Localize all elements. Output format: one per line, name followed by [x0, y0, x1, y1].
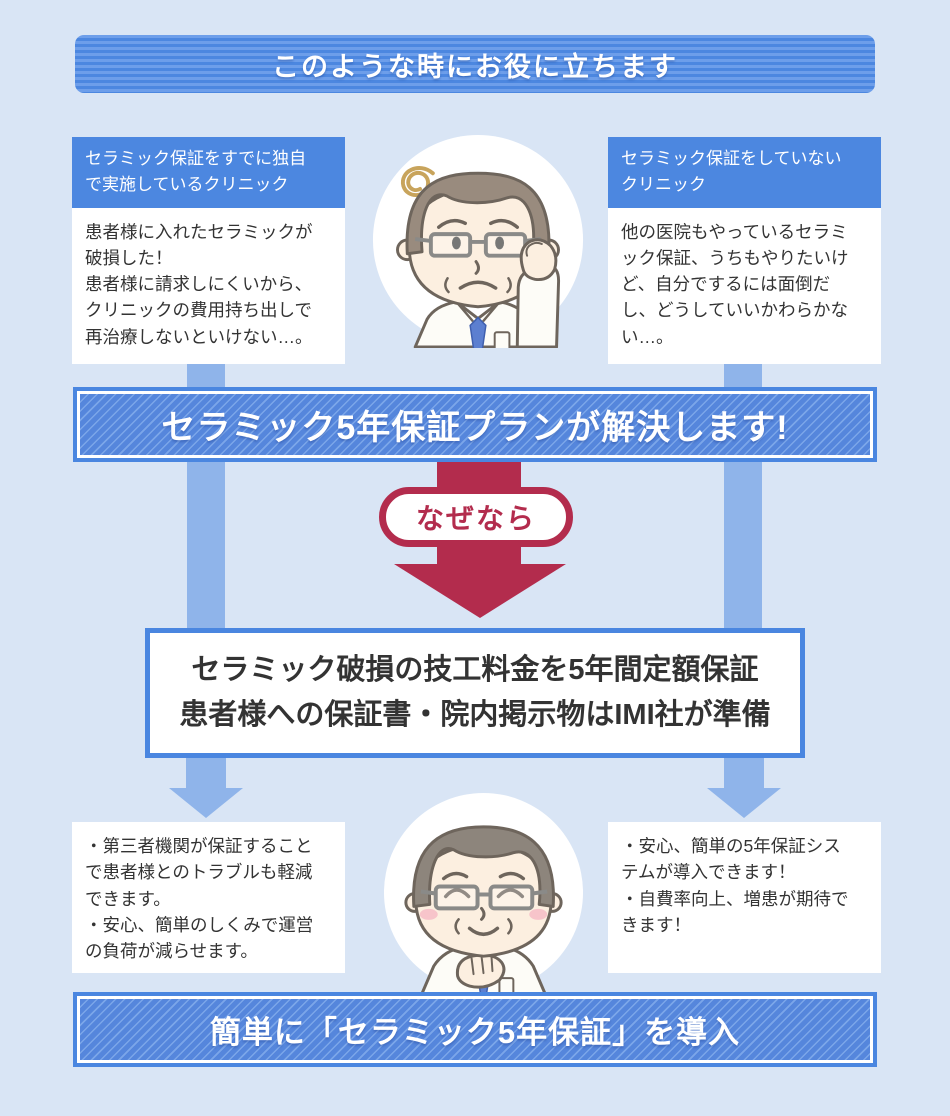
happy-doctor-illustration: [382, 791, 586, 995]
plan-detail-line1: セラミック破損の技工料金を5年間定額保証: [191, 654, 759, 687]
benefit-box-system: ・安心、簡単の5年保証シス テムが導入できます！ ・自費率向上、増患が期待で き…: [608, 822, 881, 973]
reason-badge-label: なぜなら: [415, 503, 536, 534]
rosy-cheek: [419, 908, 438, 920]
solution-banner: セラミック5年保証プランが解決します!: [73, 387, 877, 462]
left-down-arrow-shaft: [186, 756, 226, 790]
top-banner-title: このような時にお役に立ちます: [272, 51, 678, 82]
plan-detail-line2: 患者様への保証書・院内掲示物はIMI社が準備: [179, 699, 771, 731]
scenario-card-no-warranty: セラミック保証をしていない クリニック 他の医院もやっているセラミ ック保証、う…: [608, 137, 881, 364]
smile-mouth: [467, 926, 500, 937]
right-down-arrow-head: [707, 788, 781, 818]
solution-banner-stripes: セラミック5年保証プランが解決します!: [77, 391, 873, 458]
footer-banner-stripes: 簡単に「セラミック5年保証」を導入: [77, 996, 873, 1063]
top-banner: このような時にお役に立ちます: [75, 35, 875, 93]
scenario-card-body: 他の医院もやっているセラミ ック保証、うちもやりたいけ ど、自分でするには面倒だ…: [608, 207, 881, 364]
scenario-card-body: 患者様に入れたセラミックが 破損した！ 患者様に請求しにくいから、 クリニックの…: [72, 207, 345, 364]
glasses-icon: [420, 884, 548, 911]
frown-mouth: [458, 280, 498, 290]
right-down-arrow-shaft: [724, 756, 764, 790]
coat-pocket: [493, 331, 511, 348]
doctor-hand: [455, 953, 506, 989]
footer-banner-title: 簡単に「セラミック5年保証」を導入: [209, 1015, 741, 1050]
left-down-arrow-head: [169, 788, 243, 818]
scenario-card-existing-warranty: セラミック保証をすでに独自 で実施しているクリニック 患者様に入れたセラミックが…: [72, 137, 345, 364]
reason-arrow-head: [394, 564, 566, 618]
doctor-tie: [469, 316, 487, 348]
reason-badge: なぜなら: [379, 487, 573, 547]
scenario-card-header: セラミック保証をしていない クリニック: [608, 137, 881, 208]
plan-detail-box: セラミック破損の技工料金を5年間定額保証 患者様への保証書・院内掲示物はIMI社…: [145, 628, 805, 758]
solution-banner-title: セラミック5年保証プランが解決します!: [161, 409, 789, 447]
worried-doctor-illustration: [370, 132, 586, 348]
doctor-hand: [519, 238, 558, 282]
footer-banner: 簡単に「セラミック5年保証」を導入: [73, 992, 877, 1067]
benefit-box-clinic: ・第三者機関が保証すること で患者様とのトラブルも軽減 できます。 ・安心、簡単…: [72, 822, 345, 973]
rosy-cheek: [529, 908, 548, 920]
smiling-eyes: [443, 888, 525, 899]
scenario-card-header: セラミック保証をすでに独自 で実施しているクリニック: [72, 137, 345, 208]
